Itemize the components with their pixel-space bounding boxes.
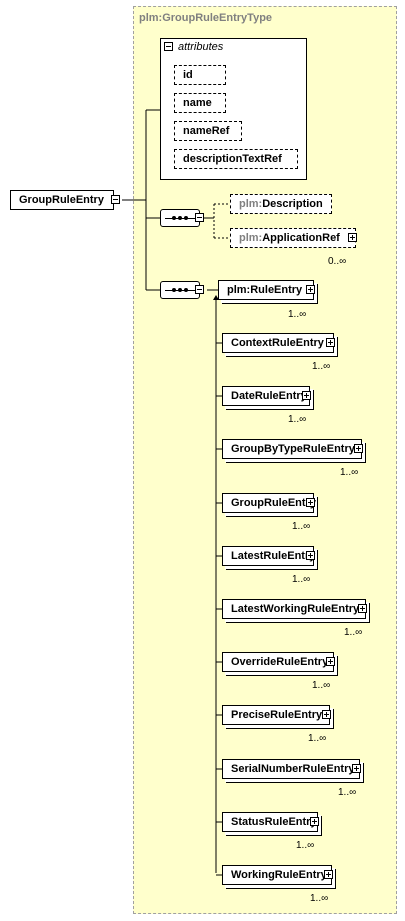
- attributes-header: attributes: [178, 41, 224, 53]
- expand-plus-icon[interactable]: [354, 444, 363, 453]
- attribute-id: id: [174, 65, 226, 85]
- rule-entry-cardinality: 1..∞: [296, 840, 315, 851]
- type-name-label: plm:GroupRuleEntryType: [139, 12, 273, 24]
- rule-entry-cardinality: 1..∞: [338, 787, 357, 798]
- expand-plus-icon[interactable]: [322, 710, 331, 719]
- collapse-toggle-icon[interactable]: [111, 195, 120, 204]
- sequence-2-collapse-icon[interactable]: [195, 285, 204, 294]
- rule-entry-label: GroupRuleEntry: [231, 497, 316, 509]
- expand-plus-icon[interactable]: [326, 657, 335, 666]
- rule-entry-cardinality: 1..∞: [312, 680, 331, 691]
- optional-element-description[interactable]: plm:Description: [230, 194, 332, 214]
- root-element-box[interactable]: GroupRuleEntry: [10, 190, 114, 210]
- rule-entry-cardinality: 1..∞: [344, 627, 363, 638]
- rule-entry-element[interactable]: OverrideRuleEntry: [222, 652, 334, 672]
- expand-plus-icon[interactable]: [302, 391, 311, 400]
- sequence-compositor-1[interactable]: [160, 209, 200, 227]
- description-label: Description: [262, 198, 323, 210]
- rule-entry-label: SerialNumberRuleEntry: [231, 763, 355, 775]
- rule-entry-cardinality: 1..∞: [292, 574, 311, 585]
- rule-entry-label: WorkingRuleEntry: [231, 869, 327, 881]
- expand-plus-icon[interactable]: [310, 817, 319, 826]
- rule-entry-element[interactable]: LatestWorkingRuleEntry: [222, 599, 366, 619]
- rule-entry-label: LatestWorkingRuleEntry: [231, 603, 360, 615]
- rule-entry-element[interactable]: WorkingRuleEntry: [222, 865, 332, 885]
- rule-entry-element[interactable]: DateRuleEntry: [222, 386, 310, 406]
- rule-entry-element[interactable]: GroupByTypeRuleEntry: [222, 439, 362, 459]
- expand-plus-icon[interactable]: [306, 498, 315, 507]
- ruleentry-label: plm:RuleEntry: [227, 284, 303, 296]
- attributes-collapse-icon[interactable]: [164, 42, 173, 51]
- rule-entry-label: LatestRuleEntry: [231, 550, 316, 562]
- expand-plus-icon[interactable]: [352, 764, 361, 773]
- sequence-1-collapse-icon[interactable]: [195, 213, 204, 222]
- expand-plus-icon[interactable]: [306, 551, 315, 560]
- applicationref-label: ApplicationRef: [262, 232, 340, 244]
- rule-entry-element[interactable]: ContextRuleEntry: [222, 333, 334, 353]
- applicationref-expand-icon[interactable]: [348, 233, 357, 242]
- rule-entry-element[interactable]: PreciseRuleEntry: [222, 705, 330, 725]
- optional-element-applicationref[interactable]: plm:ApplicationRef: [230, 228, 356, 248]
- rule-entry-label: PreciseRuleEntry: [231, 709, 323, 721]
- root-element-label: GroupRuleEntry: [19, 194, 104, 206]
- rule-entry-label: DateRuleEntry: [231, 390, 307, 402]
- attribute-descriptiontextref: descriptionTextRef: [174, 149, 298, 169]
- rule-entry-label: OverrideRuleEntry: [231, 656, 329, 668]
- rule-entry-cardinality: 1..∞: [312, 361, 331, 372]
- rule-entry-element[interactable]: StatusRuleEntry: [222, 812, 318, 832]
- rule-entry-element[interactable]: LatestRuleEntry: [222, 546, 316, 566]
- attribute-name: name: [174, 93, 226, 113]
- rule-entry-cardinality: 1..∞: [288, 414, 307, 425]
- rule-entry-cardinality: 1..∞: [310, 893, 329, 904]
- ruleentry-cardinality: 1..∞: [288, 309, 307, 320]
- substitution-head-ruleentry[interactable]: plm:RuleEntry: [218, 280, 314, 300]
- rule-entry-label: GroupByTypeRuleEntry: [231, 443, 355, 455]
- rule-entry-label: StatusRuleEntry: [231, 816, 317, 828]
- expand-plus-icon[interactable]: [358, 604, 367, 613]
- rule-entry-element[interactable]: GroupRuleEntry: [222, 493, 316, 513]
- rule-entry-cardinality: 1..∞: [292, 521, 311, 532]
- expand-plus-icon[interactable]: [324, 870, 333, 879]
- rule-entry-element[interactable]: SerialNumberRuleEntry: [222, 759, 360, 779]
- rule-entry-cardinality: 1..∞: [340, 467, 359, 478]
- ruleentry-expand-icon[interactable]: [306, 285, 315, 294]
- expand-plus-icon[interactable]: [326, 338, 335, 347]
- rule-entry-label: ContextRuleEntry: [231, 337, 324, 349]
- sequence-compositor-2[interactable]: [160, 281, 200, 299]
- rule-entry-cardinality: 1..∞: [308, 733, 327, 744]
- applicationref-cardinality: 0..∞: [328, 256, 347, 267]
- attribute-nameref: nameRef: [174, 121, 242, 141]
